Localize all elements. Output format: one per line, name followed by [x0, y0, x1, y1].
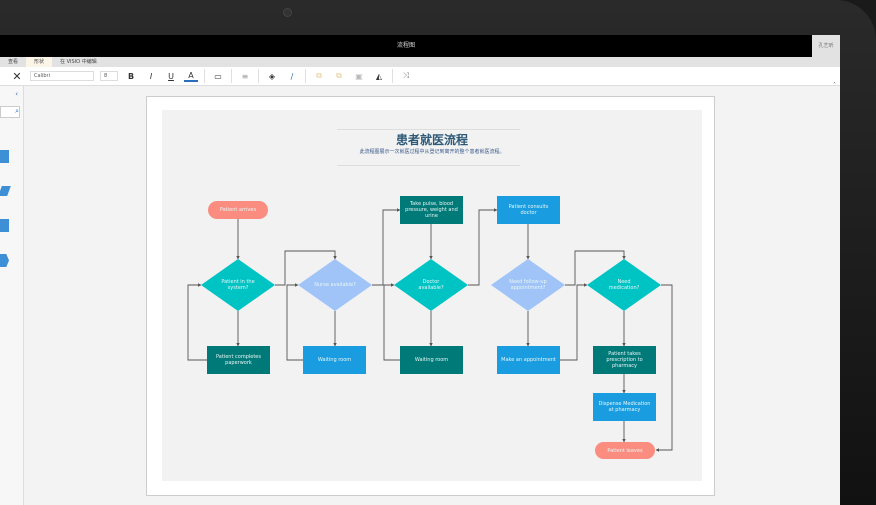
diagram-background: 患者就医流程 此流程图展示一次就医过程中从登记到离开的整个患者就医流程。 Pat…	[162, 110, 702, 481]
node-label: Patient consults doctor	[508, 204, 549, 216]
search-icon[interactable]: ⌕	[0, 106, 20, 118]
node-label: Nurse available?	[314, 282, 356, 288]
flowchart-node-wr2[interactable]: Waiting room	[400, 346, 463, 374]
divider	[204, 69, 205, 83]
flowchart-node-paper[interactable]: Patient completes paperwork	[207, 346, 270, 374]
document-shape[interactable]	[0, 219, 9, 232]
camera	[283, 8, 292, 17]
connector-arrow[interactable]	[468, 208, 498, 286]
diagram-title: 患者就医流程	[395, 133, 468, 147]
divider	[337, 165, 520, 166]
connectors	[187, 208, 673, 452]
node-label: Waiting room	[317, 357, 352, 363]
bring-forward-icon[interactable]: ⧉	[316, 71, 322, 80]
node-label: Patient leaves	[607, 447, 643, 454]
flowchart-node-wr1[interactable]: Waiting room	[303, 346, 366, 374]
process-shape[interactable]	[0, 150, 9, 163]
data-shape[interactable]	[0, 186, 11, 196]
node-label: Patient takes prescription to pharmacy	[606, 351, 643, 369]
node-label: Take pulse, blood pressure, weight and u…	[405, 201, 458, 219]
underline-button[interactable]: U	[168, 71, 174, 81]
divider	[305, 69, 306, 83]
window-title: 流程图	[0, 35, 812, 57]
group-icon[interactable]: ▣	[355, 71, 363, 81]
screen: 流程图 孔艺昕 查看 形状 在 VISIO 中编辑 ✕ Calibri 8 B …	[0, 35, 840, 505]
collapse-icon[interactable]: ‹	[15, 90, 18, 98]
toolbar: ✕ Calibri 8 B I U A ▭ ≡ ◈ ∕ ⧉ ⧉ ▣ ◭ ⤨	[0, 67, 840, 86]
font-color-button[interactable]: A	[184, 71, 198, 82]
node-label: Dispense Medication at pharmacy	[598, 401, 651, 413]
node-label: Patient completes paperwork	[216, 354, 261, 366]
ribbon-tabs: 查看 形状 在 VISIO 中编辑	[0, 57, 812, 67]
node-label: Doctor available?	[418, 279, 444, 291]
italic-button[interactable]: I	[149, 71, 153, 81]
line-color-icon[interactable]: ∕	[290, 71, 294, 81]
diagram-subtitle: 此流程图展示一次就医过程中从登记到离开的整个患者就医流程。	[359, 149, 505, 155]
divider	[337, 129, 520, 130]
divider	[392, 69, 393, 83]
fill-icon[interactable]: ◈	[268, 71, 276, 81]
connector-arrow[interactable]	[275, 250, 337, 286]
cut-icon[interactable]: ✕	[12, 69, 22, 83]
tab-edit-in-visio[interactable]: 在 VISIO 中编辑	[60, 59, 97, 65]
connector-icon[interactable]: ⤨	[402, 71, 410, 80]
connector-arrow[interactable]	[383, 283, 400, 361]
connector-arrow[interactable]	[286, 283, 303, 361]
node-label: Make an appointment	[501, 357, 556, 363]
bold-button[interactable]: B	[127, 71, 135, 81]
connector-arrow[interactable]	[655, 284, 673, 452]
flowchart-node-disp[interactable]: Dispense Medication at pharmacy	[593, 393, 656, 421]
connector-arrow[interactable]	[187, 283, 207, 361]
flowchart-node-consult[interactable]: Patient consults doctor	[497, 196, 560, 224]
node-label: Patient arrives	[219, 207, 257, 213]
tab-view[interactable]: 查看	[8, 59, 19, 65]
divider	[231, 69, 232, 83]
flowchart-node-leave[interactable]: Patient leaves	[595, 442, 655, 459]
node-label: Patient in the system?	[221, 279, 255, 291]
font-select[interactable]: Calibri	[30, 71, 94, 81]
divider	[258, 69, 259, 83]
tab-shape[interactable]: 形状	[26, 57, 53, 67]
flowchart-node-rx[interactable]: Patient takes prescription to pharmacy	[593, 346, 656, 374]
node-label: Need follow-up appointment?	[509, 279, 547, 291]
user-name[interactable]: 孔艺昕	[812, 35, 840, 67]
preparation-shape[interactable]	[0, 254, 9, 267]
flowchart-node-appt[interactable]: Make an appointment	[497, 346, 560, 374]
collapse-ribbon-icon[interactable]: ˄	[833, 82, 836, 89]
send-backward-icon[interactable]: ⧉	[336, 71, 342, 80]
font-size-select[interactable]: 8	[100, 71, 118, 81]
align-icon[interactable]: ≡	[241, 71, 249, 81]
connector-arrow[interactable]	[565, 250, 626, 286]
rotate-icon[interactable]: ◭	[375, 71, 383, 81]
flowchart-node-arrive[interactable]: Patient arrives	[208, 201, 268, 219]
text-box-icon[interactable]: ▭	[214, 71, 222, 81]
connector-arrow[interactable]	[372, 208, 401, 286]
node-label: Need medication?	[608, 279, 640, 291]
diagram-page[interactable]: 患者就医流程 此流程图展示一次就医过程中从登记到离开的整个患者就医流程。 Pat…	[146, 96, 715, 496]
flowchart-node-pulse[interactable]: Take pulse, blood pressure, weight and u…	[400, 196, 463, 224]
node-label: Waiting room	[414, 357, 449, 363]
shapes-panel: ‹ ⌕	[0, 86, 24, 505]
connector-arrow[interactable]	[560, 283, 588, 361]
